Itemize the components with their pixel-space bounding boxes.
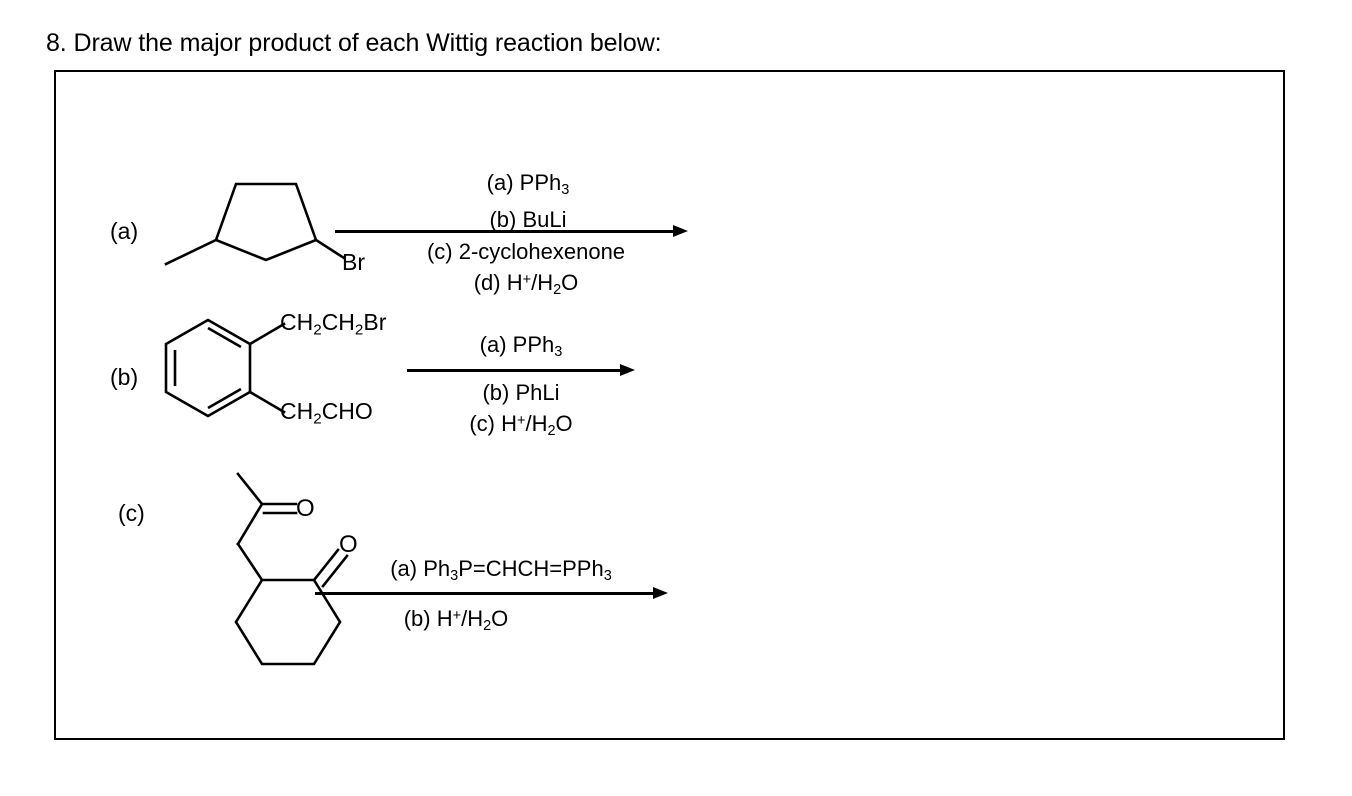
reaction-label-c: (c) <box>118 500 145 526</box>
atom-label-oxygen-ring: O <box>339 531 358 558</box>
reagents-below-b: (b) PhLi (c) H+/H2O <box>396 378 646 446</box>
arrow-head <box>620 364 635 376</box>
reagent-a4: (d) H+/H2O <box>473 270 579 299</box>
reagents-below-a: (c) 2-cyclohexenone (d) H+/H2O <box>296 237 756 305</box>
structure-oxopropyl-cyclohexanone: O O <box>176 462 396 666</box>
bond-to-acetaldehyde <box>248 390 286 414</box>
ring-co-bond-2 <box>321 554 349 588</box>
reagent-c2: (b) H+/H2O <box>403 606 509 635</box>
reagent-a3: (c) 2-cyclohexenone <box>426 239 626 264</box>
reagent-b3: (c) H+/H2O <box>469 411 573 440</box>
benzene-double-bond-top-right <box>207 326 242 349</box>
reagent-a1: (a) PPh3 <box>486 170 570 199</box>
reagents-above-a: (a) PPh3 (b) BuLi <box>378 168 678 234</box>
answer-area[interactable]: (a) Br (a) PPh3 (b) BuLi <box>54 70 1285 740</box>
reagent-c1: (a) Ph3P=CHCH=PPh3 <box>390 556 612 585</box>
arrow-head <box>653 587 668 599</box>
bond-to-bromoethyl <box>248 322 286 346</box>
structure-ortho-benzene: CH2CH2Br CH2CHO <box>156 310 446 430</box>
benzene-double-bond-bottom-right <box>207 387 242 410</box>
reagents-above-c: (a) Ph3P=CHCH=PPh3 <box>306 554 696 591</box>
atom-label-br: Br <box>342 249 365 275</box>
reagent-b1: (a) PPh3 <box>479 332 563 361</box>
methyl-bond <box>164 238 218 266</box>
arrow-shaft <box>335 230 675 233</box>
page-title: 8. Draw the major product of each Wittig… <box>46 29 662 57</box>
reagent-a2: (b) BuLi <box>489 207 567 233</box>
cyclopentane-ring <box>214 182 318 262</box>
structure-bromomethylcyclopentane: Br <box>156 172 376 275</box>
arrow-shaft <box>407 369 622 372</box>
atom-label-bromoethyl: CH2CH2Br <box>280 309 387 339</box>
reaction-label-a: (a) <box>110 218 139 244</box>
reaction-row-c: (c) O O <box>56 462 1283 666</box>
arrow-shaft <box>315 592 655 595</box>
ring-co-bond-1 <box>312 548 340 582</box>
reagent-b2: (b) PhLi <box>482 380 560 405</box>
reagents-below-c: (b) H+/H2O <box>306 602 606 641</box>
ch2-to-ring-bond <box>236 542 264 582</box>
reagents-above-b: (a) PPh3 <box>396 330 646 367</box>
reaction-row-a: (a) Br (a) PPh3 (b) BuLi <box>56 72 1283 298</box>
reaction-label-b: (b) <box>110 364 139 390</box>
arrow-head <box>673 225 688 237</box>
c-br-bond <box>314 238 346 260</box>
methyl-bond <box>236 472 264 506</box>
benzene-ring <box>164 318 252 418</box>
atom-label-oxygen-sidechain: O <box>296 495 315 522</box>
atom-label-acetaldehyde: CH2CHO <box>280 398 373 428</box>
reaction-row-b: (b) CH2CH2Br CH2CHO <box>56 302 1283 442</box>
ketone-to-ch2-bond <box>236 502 264 546</box>
